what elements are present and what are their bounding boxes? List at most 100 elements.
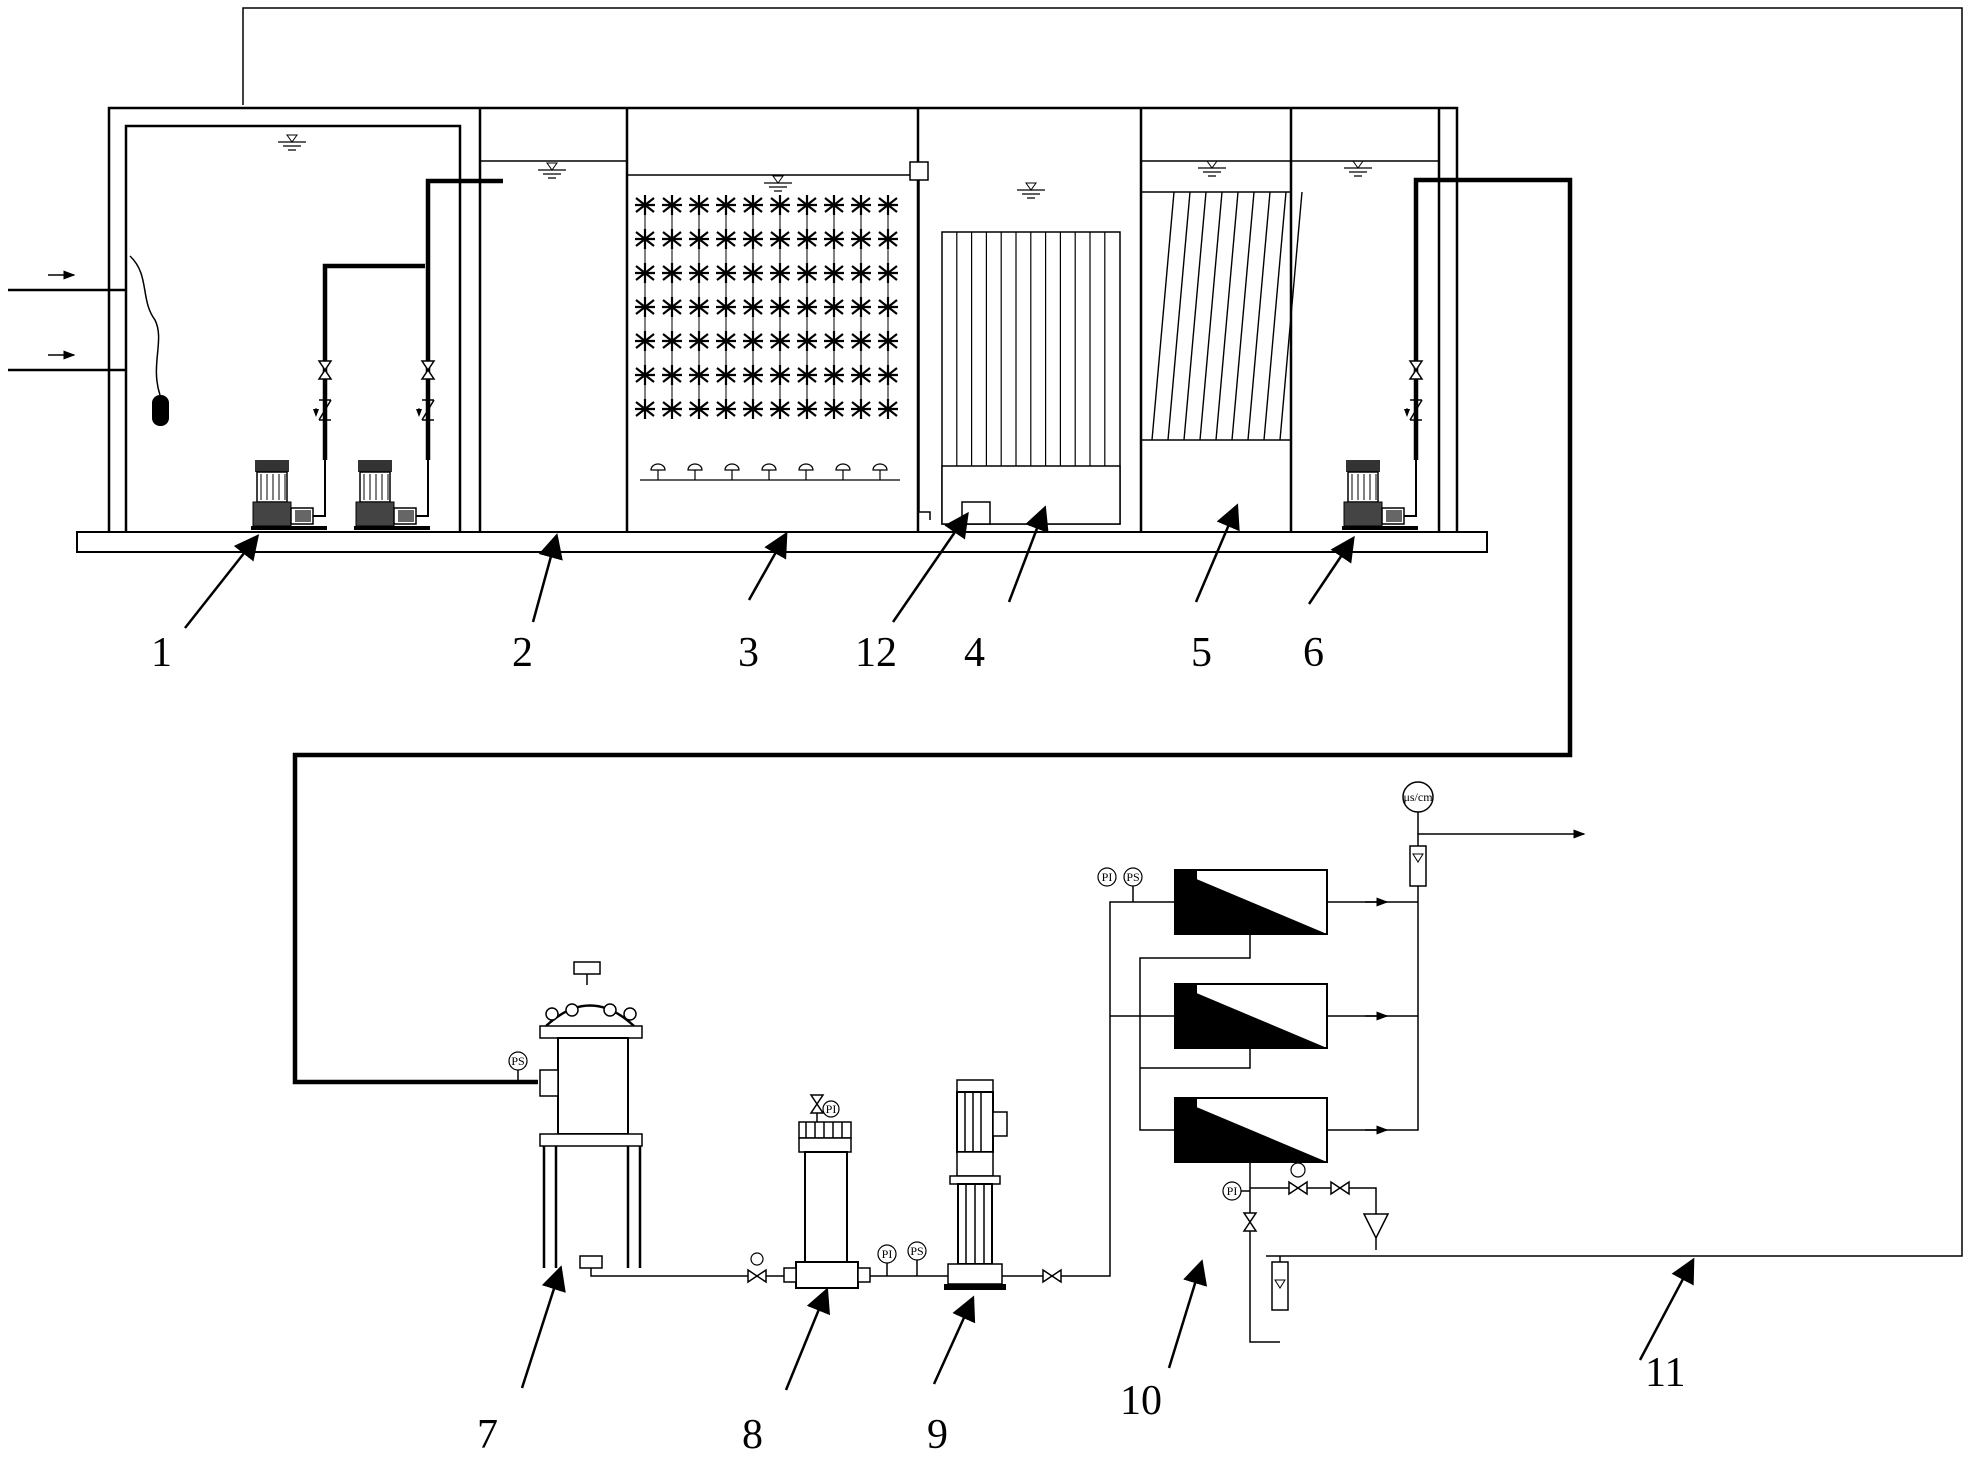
- label-11: 11: [1645, 1350, 1685, 1396]
- bio-carrier-icon: [876, 363, 900, 387]
- concentrate-link: [1140, 1048, 1251, 1069]
- water-level-icon: [277, 134, 307, 151]
- submersible-pump: [250, 459, 328, 531]
- bio-carrier-icon: [687, 397, 711, 421]
- callout-arrow-10: [1167, 1259, 1208, 1369]
- drain-funnel: [1362, 1213, 1390, 1240]
- bio-carrier-icon: [714, 295, 738, 319]
- permeate-outlet: [1417, 829, 1586, 846]
- motor-cap: [956, 1079, 994, 1093]
- membrane-sheets: [956, 232, 1106, 466]
- ro-membrane-3: [1174, 1097, 1328, 1163]
- bio-carrier-icon: [633, 227, 657, 251]
- bio-carrier-icon: [768, 261, 792, 285]
- bio-carrier-icon: [876, 261, 900, 285]
- callout-arrow-11: [1638, 1257, 1695, 1361]
- label-6: 6: [1303, 630, 1324, 676]
- valve-actuator-icon: [750, 1252, 764, 1266]
- junction-box: [992, 1111, 1008, 1137]
- membrane-aerator: [961, 501, 991, 525]
- label-10: 10: [1120, 1378, 1162, 1424]
- diffuser-icon: [687, 463, 703, 471]
- bio-carrier-icon: [687, 261, 711, 285]
- label-9: 9: [927, 1412, 948, 1455]
- bio-carrier-icon: [714, 227, 738, 251]
- concentrate-flowmeter: [1271, 1261, 1289, 1311]
- bio-carrier-icon: [714, 397, 738, 421]
- bio-carrier-icon: [660, 329, 684, 353]
- pump-stages: [965, 1184, 985, 1264]
- water-level-icon: [1016, 182, 1046, 199]
- bio-carrier-icon: [795, 295, 819, 319]
- pressure-switch-label: PS: [910, 1244, 923, 1258]
- bio-carrier-icon: [714, 363, 738, 387]
- water-level-icon: [763, 175, 793, 192]
- bio-carrier-icon: [633, 261, 657, 285]
- bio-carrier-icon: [795, 397, 819, 421]
- bio-carrier-icon: [849, 363, 873, 387]
- bio-carrier-icon: [849, 329, 873, 353]
- concentrate-link: [1139, 934, 1251, 1016]
- bio-carrier-icon: [849, 295, 873, 319]
- callout-arrow-7: [520, 1265, 566, 1389]
- ro-membrane-2: [1174, 983, 1328, 1049]
- callout-arrow-1: [184, 534, 260, 629]
- pressure-indicator-label: PI: [882, 1247, 893, 1261]
- return-pipe-11: [242, 7, 1963, 1257]
- bio-carrier-icon: [795, 329, 819, 353]
- gate-valve: [1409, 360, 1423, 380]
- tank-1-wall: [124, 124, 462, 532]
- motor-fins: [964, 1092, 982, 1152]
- control-valve: [1288, 1181, 1308, 1195]
- bio-carrier-icon: [714, 261, 738, 285]
- pipe-9-to-ro: [1002, 901, 1163, 1277]
- submersible-pump: [1341, 459, 1419, 531]
- label-8: 8: [742, 1412, 763, 1455]
- permeate-header: [1327, 880, 1419, 1131]
- pressure-indicator-icon: [822, 1100, 840, 1118]
- bio-carrier-icon: [822, 397, 846, 421]
- concentrate-outlet: [1249, 1162, 1280, 1343]
- bio-carrier-icon: [714, 193, 738, 217]
- motor: [956, 1091, 994, 1153]
- pressure-switch-label: PS: [1126, 870, 1139, 884]
- cartridge-ribs: [805, 1122, 843, 1138]
- water-level-icon: [1197, 160, 1227, 177]
- filter-handle: [573, 961, 601, 975]
- bio-carrier-icon: [849, 193, 873, 217]
- bio-carrier-icon: [660, 261, 684, 285]
- cartridge-ring: [798, 1137, 852, 1153]
- filter-drain: [579, 1255, 603, 1269]
- water-level-icon: [537, 162, 567, 179]
- bio-carrier-icon: [687, 363, 711, 387]
- label-7: 7: [477, 1412, 498, 1455]
- label-2: 2: [512, 630, 533, 676]
- pressure-indicator-label: PI: [826, 1102, 837, 1116]
- bio-carrier-icon: [687, 227, 711, 251]
- conductivity-meter-label: μs/cm: [1403, 790, 1433, 804]
- gate-valve: [1042, 1269, 1062, 1283]
- bio-carrier-icon: [741, 193, 765, 217]
- bio-carrier-icon: [849, 261, 873, 285]
- label-12: 12: [855, 630, 897, 676]
- callout-arrow-8: [784, 1287, 831, 1391]
- ro-membrane-1: [1174, 869, 1328, 935]
- bio-carrier-icon: [849, 227, 873, 251]
- bio-carrier-array: [633, 193, 900, 421]
- bio-carrier-icon: [660, 397, 684, 421]
- conductivity-meter-icon: [1402, 781, 1434, 813]
- pressure-switch-label: PS: [511, 1054, 524, 1068]
- gate-valve: [1243, 1212, 1257, 1232]
- feed-branch: [1139, 1016, 1175, 1131]
- bio-carrier-icon: [633, 397, 657, 421]
- high-pressure-pump: [944, 1079, 1008, 1290]
- label-1: 1: [151, 630, 172, 676]
- bio-carrier-icon: [822, 261, 846, 285]
- valve-actuator-icon: [1290, 1162, 1306, 1178]
- diffuser-icon: [650, 463, 666, 471]
- bio-carrier-icon: [795, 363, 819, 387]
- bio-carrier-icon: [876, 397, 900, 421]
- ro-system: μs/cm PI: [1110, 781, 1586, 1343]
